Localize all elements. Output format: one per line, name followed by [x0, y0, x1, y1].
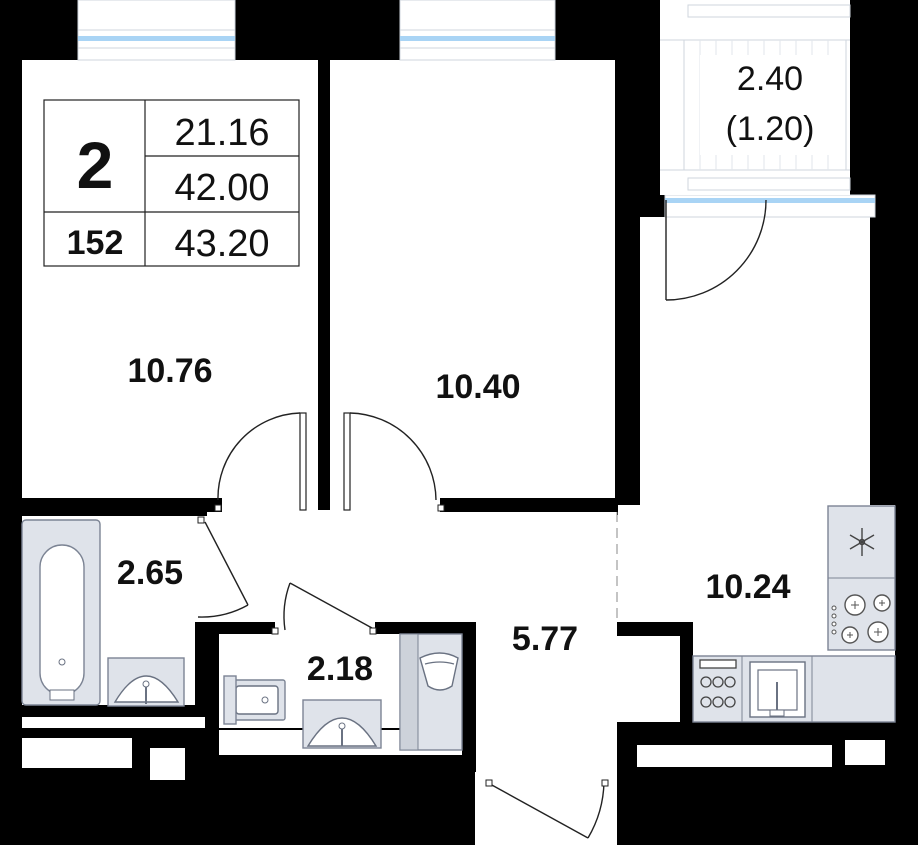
balcony-area: 2.40: [737, 60, 803, 98]
door-balcony: [665, 199, 767, 301]
door-bathroom: [197, 521, 249, 618]
info-box: 2 152 21.16 42.00 43.20: [43, 99, 300, 267]
room-area-toilet: 2.18: [307, 650, 373, 688]
window-bedroom-left: [77, 0, 236, 61]
living-area: 21.16: [174, 112, 269, 154]
toilet-icon: [223, 675, 286, 725]
window-bedroom-right: [399, 0, 556, 61]
door-toilet: [283, 582, 373, 631]
stove-burner-icon: [831, 594, 891, 644]
total-with-balcony: 43.20: [174, 223, 269, 265]
room-area-bathroom: 2.65: [117, 554, 183, 592]
sink-icon-toilet: [302, 699, 382, 749]
wall-markers: [197, 504, 609, 787]
kitchen-sink-icon: [749, 661, 806, 718]
doors: [197, 199, 767, 839]
balcony: [660, 0, 851, 195]
gas-hob-icon: [699, 659, 737, 708]
door-entrance: [489, 781, 605, 839]
rooms-count: 2: [77, 128, 114, 202]
washing-machine-icon: [399, 633, 463, 751]
door-bedroom-left: [217, 412, 307, 511]
sink-icon-bath: [107, 657, 185, 707]
windows: [77, 0, 876, 218]
room-area-bedroom-left: 10.76: [127, 352, 212, 390]
door-bedroom-right: [343, 412, 437, 511]
room-area-hallway: 5.77: [512, 620, 578, 658]
snowflake-icon: [849, 528, 875, 556]
room-area-bedroom-right: 10.40: [435, 368, 520, 406]
bathtub-icon: [21, 519, 101, 706]
apartment-number: 152: [67, 224, 124, 262]
window-kitchen: [664, 194, 876, 218]
room-area-kitchen: 10.24: [705, 568, 790, 606]
balcony-reduced-area: (1.20): [726, 110, 815, 148]
total-area: 42.00: [174, 167, 269, 209]
